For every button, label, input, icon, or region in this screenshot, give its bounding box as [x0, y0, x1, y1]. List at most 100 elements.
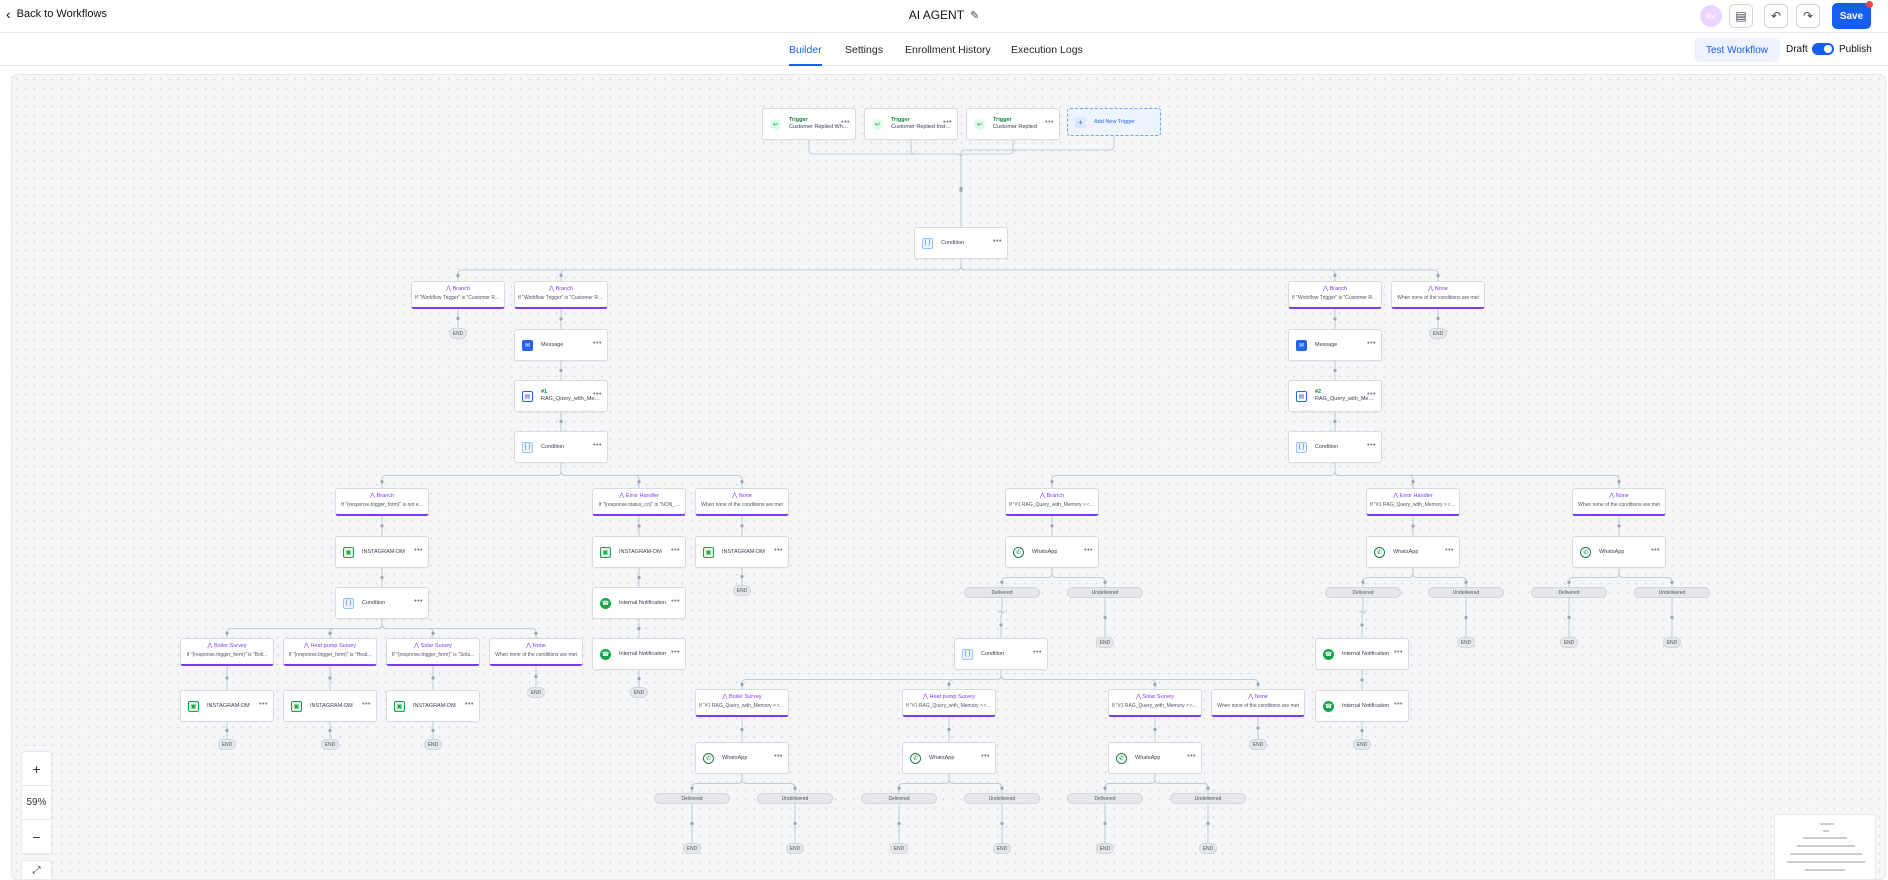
more-options-icon[interactable]: •••: [993, 238, 1002, 245]
more-options-icon[interactable]: •••: [1187, 753, 1196, 760]
add-step-handle[interactable]: [1153, 727, 1157, 732]
add-step-handle[interactable]: [690, 786, 694, 790]
more-options-icon[interactable]: •••: [1084, 547, 1093, 554]
add-step-handle[interactable]: [947, 727, 951, 732]
add-step-handle[interactable]: [1411, 524, 1415, 528]
workflow-node-i5[interactable]: ▣INSTAGRAM-DM•••: [283, 690, 377, 722]
add-step-handle[interactable]: [431, 631, 435, 635]
add-step-handle[interactable]: [1333, 273, 1337, 278]
more-options-icon[interactable]: •••: [841, 119, 850, 126]
add-step-handle[interactable]: [1333, 419, 1337, 424]
more-options-icon[interactable]: •••: [1367, 340, 1376, 347]
add-step-handle[interactable]: [637, 676, 641, 681]
add-step-handle[interactable]: [1567, 615, 1571, 620]
delivery-status-delivered[interactable]: Delivered: [1531, 587, 1607, 598]
workflow-node-w1[interactable]: ✆WhatsApp•••: [1005, 536, 1099, 568]
more-options-icon[interactable]: •••: [362, 701, 371, 708]
add-step-handle[interactable]: [793, 786, 797, 790]
more-options-icon[interactable]: •••: [671, 598, 680, 605]
more-options-icon[interactable]: •••: [774, 753, 783, 760]
add-step-handle[interactable]: [1000, 786, 1004, 790]
more-options-icon[interactable]: •••: [1445, 547, 1454, 554]
redo-button[interactable]: ↷: [1796, 4, 1820, 28]
add-step-handle[interactable]: [225, 728, 229, 733]
more-options-icon[interactable]: •••: [1033, 649, 1042, 656]
workflow-node-w2[interactable]: ✆WhatsApp•••: [1366, 536, 1460, 568]
add-step-handle[interactable]: [897, 786, 901, 790]
add-step-handle[interactable]: [431, 676, 435, 680]
add-step-handle[interactable]: [1617, 480, 1621, 484]
workflow-node-n2[interactable]: ☎Internal Notification•••: [592, 638, 686, 670]
add-step-handle[interactable]: [1567, 580, 1571, 584]
add-step-handle[interactable]: [1050, 480, 1054, 484]
add-step-handle[interactable]: [1103, 786, 1107, 790]
add-step-handle[interactable]: [1206, 821, 1210, 826]
workflow-node-w3[interactable]: ✆WhatsApp•••: [1572, 536, 1666, 568]
zoom-in-button[interactable]: +: [22, 752, 51, 786]
more-options-icon[interactable]: •••: [593, 442, 602, 449]
add-step-handle[interactable]: [637, 480, 641, 484]
back-to-workflows-link[interactable]: ‹ Back to Workflows: [6, 7, 107, 21]
add-step-handle[interactable]: [897, 821, 901, 826]
add-step-handle[interactable]: [740, 682, 744, 686]
add-step-handle[interactable]: [225, 676, 229, 680]
workflow-node-i3[interactable]: ▣INSTAGRAM-DM•••: [695, 536, 789, 568]
more-options-icon[interactable]: •••: [671, 649, 680, 656]
more-options-icon[interactable]: •••: [593, 391, 602, 398]
more-options-icon[interactable]: •••: [1394, 649, 1403, 656]
delivery-status-delivered[interactable]: Delivered: [654, 793, 730, 804]
more-options-icon[interactable]: •••: [774, 547, 783, 554]
tab-builder[interactable]: Builder: [789, 44, 822, 66]
add-step-handle[interactable]: [637, 626, 641, 631]
delivery-status-undelivered[interactable]: Undelivered: [757, 793, 833, 804]
workflow-node-w6[interactable]: ✆WhatsApp•••: [1108, 742, 1202, 774]
add-step-handle[interactable]: [740, 727, 744, 732]
add-step-handle[interactable]: [534, 631, 538, 635]
add-new-trigger-button[interactable]: +Add New Trigger: [1067, 108, 1161, 136]
add-step-handle[interactable]: [637, 575, 641, 580]
add-step-handle[interactable]: [1464, 615, 1468, 620]
add-step-handle[interactable]: [1670, 580, 1674, 584]
add-step-handle[interactable]: [380, 575, 384, 580]
zoom-out-button[interactable]: −: [22, 820, 51, 854]
version-history-button[interactable]: ▤: [1729, 4, 1753, 28]
more-options-icon[interactable]: •••: [1651, 547, 1660, 554]
more-options-icon[interactable]: •••: [259, 701, 268, 708]
add-step-handle[interactable]: [559, 317, 563, 321]
tab-enrollment-history[interactable]: Enrollment History: [905, 44, 991, 56]
more-options-icon[interactable]: •••: [414, 547, 423, 554]
add-step-handle[interactable]: [1206, 786, 1210, 790]
workflow-node-n4[interactable]: ☎Internal Notification•••: [1315, 690, 1409, 722]
workflow-node-i2[interactable]: ▣INSTAGRAM-DM•••: [592, 536, 686, 568]
delivery-status-undelivered[interactable]: Undelivered: [1067, 587, 1143, 598]
add-step-handle[interactable]: [1103, 615, 1107, 620]
add-step-handle[interactable]: [1333, 368, 1337, 373]
workflow-title[interactable]: AI AGENT: [908, 8, 965, 22]
more-options-icon[interactable]: •••: [1045, 119, 1054, 126]
add-step-handle[interactable]: [1360, 678, 1364, 682]
delivery-status-delivered[interactable]: Delivered: [1325, 587, 1401, 598]
add-step-handle[interactable]: [559, 368, 563, 373]
add-step-handle[interactable]: [1333, 317, 1337, 321]
workflow-node-c3[interactable]: { }Condition•••: [1288, 431, 1382, 463]
add-step-handle[interactable]: [456, 316, 460, 321]
delivery-status-undelivered[interactable]: Undelivered: [1634, 587, 1710, 598]
add-step-handle[interactable]: [225, 631, 229, 635]
workflow-node-m2[interactable]: ✉Message•••: [1288, 329, 1382, 361]
add-step-handle[interactable]: [1153, 682, 1157, 686]
add-step-handle[interactable]: [328, 728, 332, 733]
